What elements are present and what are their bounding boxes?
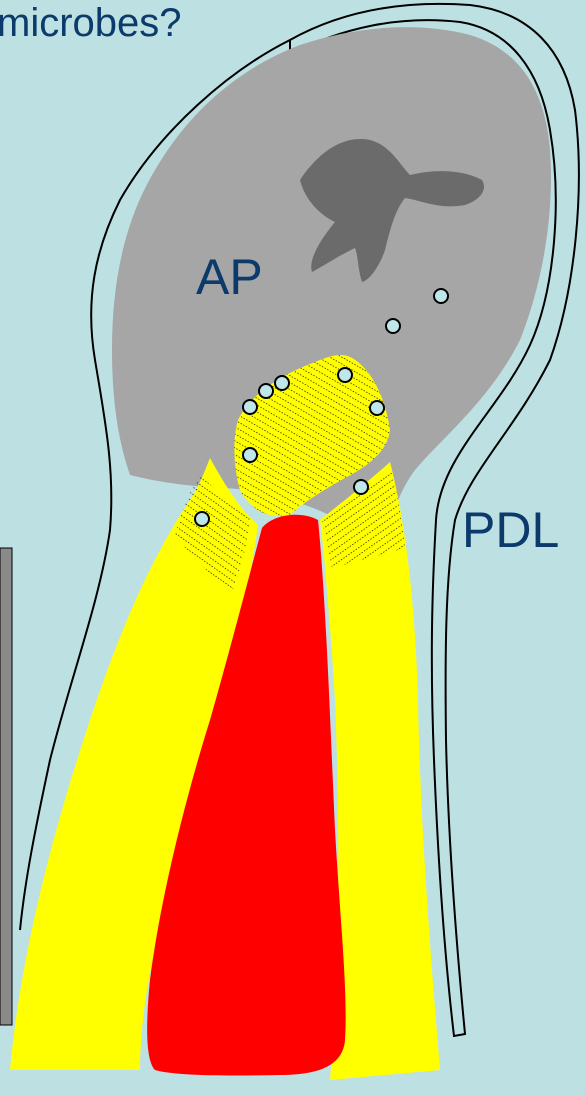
- slide-title-fragment: microbes?: [0, 3, 182, 43]
- microbe: [386, 319, 400, 333]
- microbe: [370, 401, 384, 415]
- microbe: [243, 448, 257, 462]
- label-ap: AP: [196, 252, 263, 302]
- label-pdl: PDL: [462, 505, 559, 555]
- microbe: [434, 289, 448, 303]
- microbe: [275, 376, 289, 390]
- microbe: [195, 512, 209, 526]
- microbe: [243, 400, 257, 414]
- microbe: [259, 384, 273, 398]
- microbe: [354, 480, 368, 494]
- xray-photo-strip: [0, 548, 12, 1025]
- microbe: [338, 368, 352, 382]
